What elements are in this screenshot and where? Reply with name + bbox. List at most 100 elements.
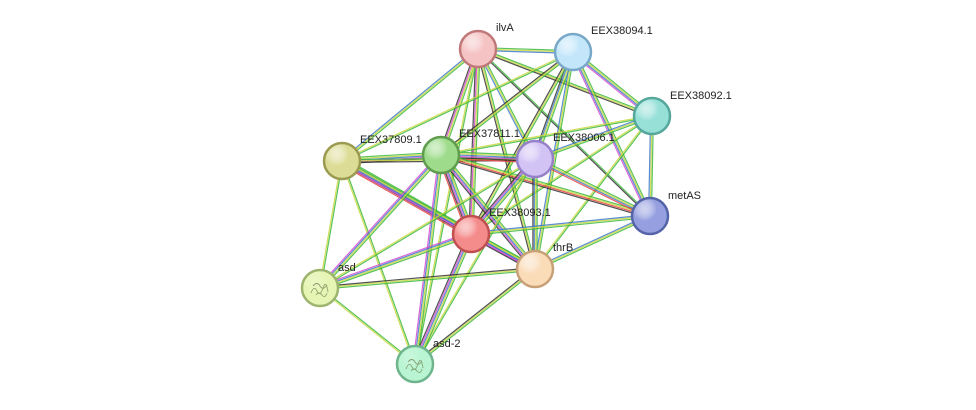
node-EEX38006.1[interactable]: [515, 139, 555, 179]
edge-evidence-line: [415, 159, 537, 365]
edge-EEX38094.1-metAS[interactable]: [570, 50, 653, 218]
edge-evidence-line: [321, 156, 443, 290]
edge-evidence-line: [440, 155, 650, 218]
edge-evidence-line: [441, 52, 575, 157]
edge-evidence-line: [471, 49, 480, 235]
edge-EEX38093.1-asd-2[interactable]: [411, 232, 475, 366]
node-ilvA[interactable]: [458, 29, 498, 69]
edge-evidence-line: [339, 163, 470, 238]
edge-evidence-line: [534, 115, 653, 160]
edge-evidence-line: [573, 51, 652, 216]
edge-evidence-line: [415, 234, 473, 365]
edge-evidence-line: [319, 157, 535, 288]
node-outline: [300, 268, 340, 308]
edge-metAS-thrB[interactable]: [534, 214, 651, 271]
edge-evidence-line: [320, 155, 442, 289]
edge-EEX37811.1-asd[interactable]: [318, 153, 443, 290]
node-outline: [630, 196, 670, 236]
edge-thrB-asd-2[interactable]: [413, 267, 537, 366]
node-outline: [421, 135, 461, 175]
edge-EEX38006.1-metAS[interactable]: [533, 156, 652, 219]
edge-evidence-line: [319, 267, 535, 288]
edge-evidence-line: [471, 216, 651, 236]
edge-EEX38092.1-EEX37811.1[interactable]: [440, 114, 653, 157]
node-outline: [632, 96, 672, 136]
edge-evidence-line: [413, 233, 471, 364]
edge-EEX38093.1-asd[interactable]: [319, 231, 472, 291]
node-label-EEX37809.1: EEX37809.1: [360, 134, 422, 146]
edge-evidence-line: [574, 50, 653, 216]
edge-evidence-line: [470, 215, 651, 235]
edge-evidence-line: [472, 49, 481, 235]
node-EEX38094.1[interactable]: [553, 32, 593, 72]
edge-EEX37809.1-asd[interactable]: [318, 160, 344, 289]
edge-EEX38006.1-asd[interactable]: [319, 157, 536, 290]
edge-evidence-line: [319, 231, 471, 287]
edge-EEX37809.1-asd-2[interactable]: [340, 160, 417, 365]
edge-evidence-line: [342, 49, 480, 163]
edge-evidence-line: [319, 232, 471, 288]
edge-evidence-line: [440, 114, 652, 155]
node-outline: [553, 32, 593, 72]
node-label-EEX38093.1: EEX38093.1: [489, 207, 551, 219]
node-EEX38093.1[interactable]: [451, 214, 491, 254]
node-label-asd: asd: [338, 262, 356, 274]
edge-evidence-line: [340, 47, 478, 161]
edge-thrB-asd[interactable]: [319, 267, 536, 290]
node-EEX37809.1[interactable]: [322, 141, 362, 181]
edge-evidence-line: [534, 114, 652, 159]
edge-EEX38092.1-EEX38006.1[interactable]: [534, 114, 653, 161]
node-EEX37811.1[interactable]: [421, 135, 461, 175]
edge-asd-asd-2[interactable]: [319, 286, 416, 366]
edge-evidence-line: [413, 158, 535, 364]
edge-evidence-line: [320, 235, 472, 291]
edge-EEX38092.1-thrB[interactable]: [533, 115, 654, 270]
edge-evidence-line: [469, 51, 573, 234]
edge-evidence-line: [411, 232, 469, 364]
edge-evidence-line: [320, 269, 536, 290]
edge-evidence-line: [319, 268, 536, 289]
edge-EEX37811.1-metAS[interactable]: [440, 152, 651, 219]
edge-EEX37811.1-asd-2[interactable]: [412, 154, 444, 365]
node-asd-2[interactable]: [395, 344, 435, 384]
edge-evidence-line: [533, 160, 650, 219]
edge-evidence-line: [318, 160, 342, 288]
node-metAS[interactable]: [630, 196, 670, 236]
edge-metAS-EEX38093.1[interactable]: [470, 214, 651, 236]
edge-evidence-line: [342, 160, 417, 364]
edge-evidence-line: [340, 161, 415, 365]
node-thrB[interactable]: [515, 249, 555, 289]
edge-evidence-line: [413, 154, 441, 364]
edge-evidence-line: [441, 152, 651, 215]
node-label-metAS: metAS: [668, 190, 701, 202]
edge-evidence-line: [412, 154, 440, 364]
edge-EEX38094.1-EEX37809.1[interactable]: [341, 50, 574, 163]
edge-evidence-line: [441, 116, 653, 157]
edge-evidence-line: [440, 156, 650, 219]
edge-evidence-line: [535, 216, 651, 271]
edge-evidence-line: [470, 51, 574, 235]
edge-EEX38094.1-EEX38093.1[interactable]: [469, 51, 575, 235]
edge-evidence-line: [535, 156, 652, 215]
edge-evidence-line: [534, 159, 650, 218]
edge-evidence-line: [341, 48, 479, 162]
edge-EEX38094.1-EEX37811.1[interactable]: [439, 50, 575, 157]
node-outline: [515, 139, 555, 179]
node-label-EEX38094.1: EEX38094.1: [591, 25, 653, 37]
node-EEX38092.1[interactable]: [632, 96, 672, 136]
edge-ilvA-EEX37809.1[interactable]: [340, 47, 480, 163]
edge-ilvA-EEX38093.1[interactable]: [468, 48, 481, 235]
edge-EEX38006.1-asd-2[interactable]: [413, 158, 537, 365]
edge-evidence-line: [439, 50, 573, 155]
edge-evidence-line: [535, 157, 651, 216]
edge-evidence-line: [414, 268, 536, 365]
edge-evidence-line: [320, 159, 536, 290]
edge-evidence-line: [416, 155, 444, 365]
edge-evidence-line: [471, 52, 575, 235]
edge-evidence-line: [470, 214, 650, 234]
node-asd[interactable]: [300, 268, 340, 308]
edge-evidence-line: [535, 116, 654, 270]
edge-evidence-line: [534, 215, 651, 270]
edge-evidence-line: [320, 286, 416, 364]
